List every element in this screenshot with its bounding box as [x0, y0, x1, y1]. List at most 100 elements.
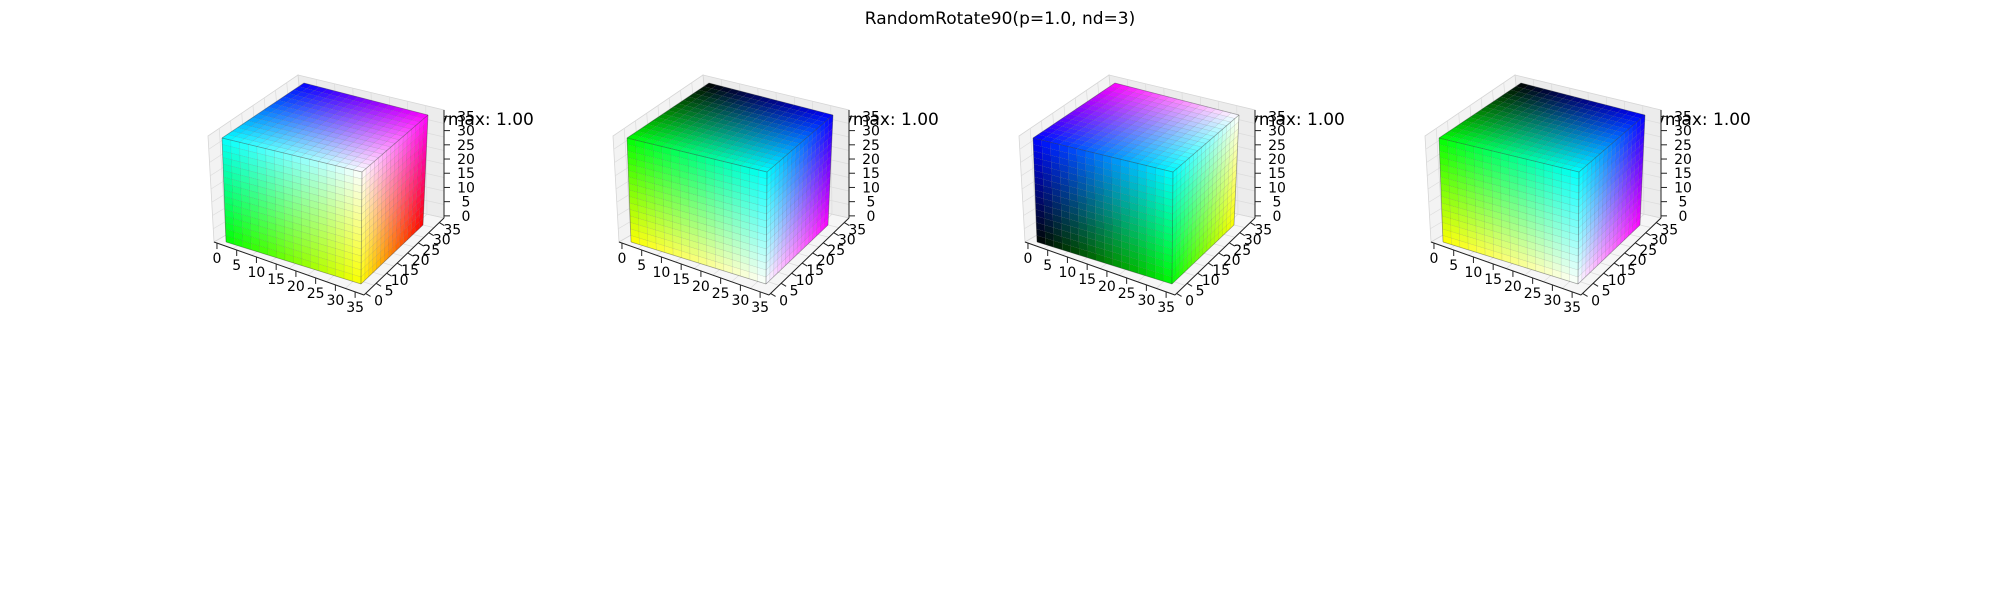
z-axis-tick-label: 25	[457, 138, 475, 154]
y-axis-tick-label: 0	[1185, 293, 1194, 309]
x-axis-tick-label: 10	[653, 265, 671, 281]
x-axis-tick-label: 30	[1543, 293, 1561, 309]
cube-edge	[1032, 137, 1174, 173]
cube-face-right	[1577, 114, 1646, 285]
y-axis-line	[1580, 217, 1662, 296]
z-axis-tick-label: 15	[1674, 166, 1692, 182]
x-axis-tick-label: 20	[692, 279, 710, 295]
subplot-1: vmin: 0.00 | vmax: 1.00 0510152025303505…	[207, 0, 642, 600]
z-axis-tick-label: 35	[862, 109, 880, 125]
y-axis-tick-label: 30	[1650, 233, 1668, 249]
y-axis-tick-mark	[375, 282, 382, 287]
cube-edge	[1577, 171, 1580, 285]
x-axis-tick-label: 35	[1563, 300, 1581, 316]
z-axis-tick-label: 0	[1679, 209, 1688, 225]
x-axis-tick-label: 5	[1043, 258, 1052, 274]
y-axis-tick-mark	[1176, 293, 1182, 297]
z-axis-tick-label: 5	[1273, 195, 1282, 211]
cube-edge	[630, 241, 767, 285]
x-axis-tick-label: 15	[267, 272, 285, 288]
y-axis-tick-label: 5	[790, 283, 799, 299]
z-axis-tick-label: 30	[457, 124, 475, 140]
y-axis-tick-label: 15	[1618, 263, 1636, 279]
y-axis-tick-label: 30	[433, 233, 451, 249]
cube-face-right	[1171, 114, 1240, 285]
cube-edge	[626, 137, 632, 243]
y-axis-tick-mark	[1592, 282, 1599, 287]
y-axis-tick-label: 5	[385, 283, 394, 299]
cube-face-right	[765, 114, 834, 285]
y-axis-tick-mark	[407, 252, 413, 257]
z-axis-tick-label: 25	[862, 138, 880, 154]
z-axis-tick-label: 35	[1268, 109, 1286, 125]
z-axis-tick-label: 35	[1674, 109, 1692, 125]
cube-edge	[1442, 241, 1579, 285]
x-axis-tick-label: 20	[1098, 279, 1116, 295]
z-axis-tick-label: 0	[867, 209, 876, 225]
z-axis-tick-label: 10	[862, 180, 880, 196]
subplot-3: vmin: 0.00 | vmax: 1.00 0510152025303505…	[1018, 0, 1453, 600]
cube-face-front	[626, 137, 768, 285]
x-axis-tick-label: 15	[1078, 272, 1096, 288]
y-axis-tick-mark	[428, 232, 434, 237]
cube-edge	[422, 114, 429, 226]
cube-edge	[1438, 137, 1444, 243]
x-axis-tick-label: 0	[1429, 251, 1438, 267]
x-axis-tick-label: 5	[637, 258, 646, 274]
cube-face-front	[1032, 137, 1174, 285]
cube-edge	[225, 241, 362, 285]
y-axis-tick-label: 25	[1639, 243, 1657, 259]
x-axis-line	[213, 241, 365, 296]
x-axis-tick-label: 0	[1023, 251, 1032, 267]
x-axis-tick-label: 20	[1504, 279, 1522, 295]
cube-face-front	[221, 137, 363, 285]
y-axis-tick-mark	[780, 282, 787, 287]
x-axis-tick-label: 10	[1465, 265, 1483, 281]
cube-edge	[1114, 82, 1240, 116]
x-axis-tick-label: 35	[346, 300, 364, 316]
y-axis-tick-label: 30	[838, 233, 856, 249]
x-axis-tick-label: 35	[751, 300, 769, 316]
y-axis-tick-mark	[1228, 242, 1235, 247]
z-axis-tick-label: 10	[1674, 180, 1692, 196]
y-axis-tick-mark	[1624, 252, 1630, 257]
y-axis-tick-mark	[1239, 232, 1245, 237]
x-axis-tick-label: 20	[287, 279, 305, 295]
cube-edge	[1578, 114, 1646, 173]
cube-edge	[1577, 224, 1641, 285]
y-axis-tick-label: 0	[1591, 293, 1600, 309]
y-axis-tick-mark	[833, 232, 839, 237]
z-axis-tick-label: 25	[1268, 138, 1286, 154]
y-axis-tick-label: 35	[1660, 223, 1678, 239]
y-axis-tick-mark	[1645, 232, 1651, 237]
z-axis-tick-label: 25	[1674, 138, 1692, 154]
y-axis-tick-label: 5	[1602, 283, 1611, 299]
z-axis-tick-label: 20	[457, 152, 475, 168]
y-axis-tick-label: 35	[848, 223, 866, 239]
x-axis-line	[1024, 241, 1176, 296]
cube-face-top	[1032, 82, 1240, 173]
x-axis-tick-label: 25	[1524, 286, 1542, 302]
cube-edge	[1438, 82, 1522, 139]
y-axis-tick-label: 0	[374, 293, 383, 309]
y-axis-tick-label: 10	[391, 273, 409, 289]
cube-edge	[1233, 114, 1240, 226]
z-axis-tick-label: 15	[862, 166, 880, 182]
x-axis-tick-label: 30	[1137, 293, 1155, 309]
cube-edge	[360, 224, 424, 285]
x-axis-tick-label: 30	[731, 293, 749, 309]
cube-edge	[221, 82, 305, 139]
y-axis-tick-mark	[365, 293, 371, 297]
z-axis-tick-label: 15	[457, 166, 475, 182]
cube-edge	[766, 114, 834, 173]
y-axis-tick-mark	[1582, 293, 1588, 297]
y-axis-tick-mark	[822, 242, 829, 247]
y-axis-tick-label: 30	[1244, 233, 1262, 249]
y-axis-tick-label: 15	[401, 263, 419, 279]
y-axis-tick-label: 20	[412, 253, 430, 269]
x-axis-tick-label: 0	[212, 251, 221, 267]
cube-edge	[221, 137, 363, 173]
